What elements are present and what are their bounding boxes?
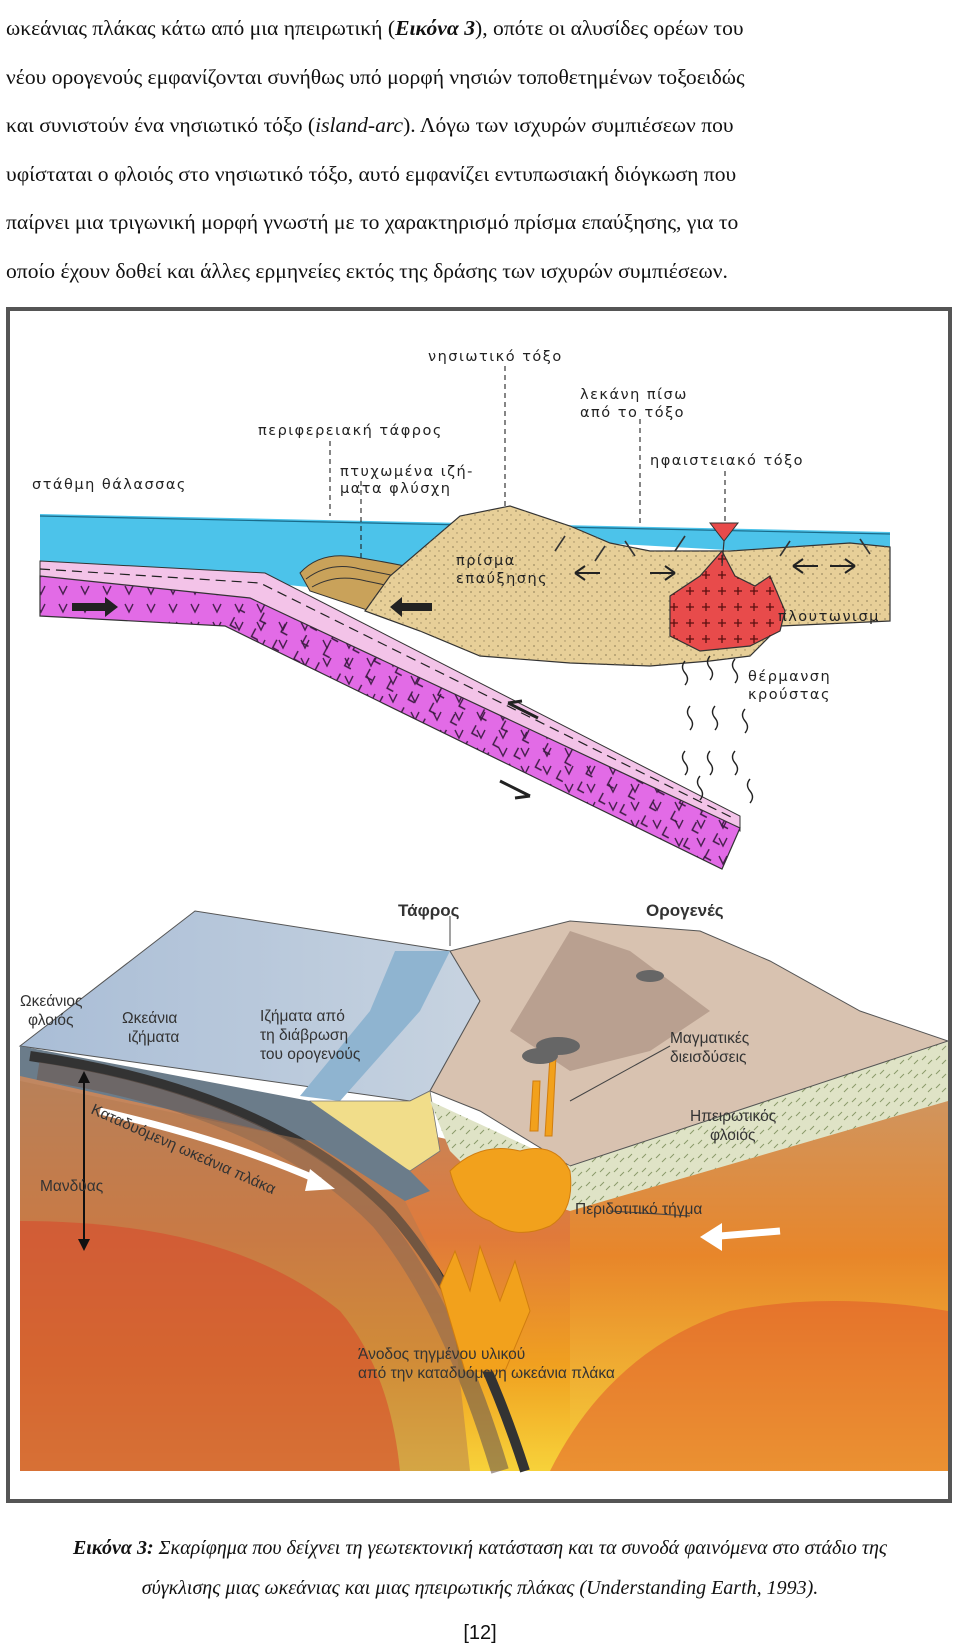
caption-line: Εικόνα 3: Σκαρίφημα που δείχνει τη γεωτε…	[0, 1528, 960, 1568]
label-back-arc-basin-2: από το τόξο	[580, 405, 685, 421]
block-diagram: Τάφρος Ορογενές Ωκεάνιος φλοιός Ωκεάνια …	[20, 901, 948, 1471]
label-oceanic-sediments-2: ιζήματα	[128, 1029, 179, 1046]
italic-term: island-arc	[315, 113, 403, 137]
label-continental-crust-2: φλοιός	[710, 1127, 755, 1144]
label-heating: θέρμανση	[748, 669, 831, 685]
figure-frame: νησιωτικό τόξο λεκάνη πίσω από το τόξο π…	[6, 307, 952, 1503]
text-run: ωκεάνιας πλάκας κάτω από μια ηπειρωτική …	[6, 16, 395, 40]
label-magmatic-intrusions-2: διεισδύσεις	[670, 1049, 747, 1066]
label-oceanic-sediments: Ωκεάνια	[122, 1010, 177, 1027]
subduction-cross-section: νησιωτικό τόξο λεκάνη πίσω από το τόξο π…	[32, 349, 890, 869]
label-trench: περιφερειακή τάφρος	[258, 423, 443, 439]
paragraph-line: ωκεάνιας πλάκας κάτω από μια ηπειρωτική …	[6, 4, 952, 53]
label-orogen: Ορογενές	[646, 901, 724, 920]
label-erosion-sediments-3: του ορογενούς	[260, 1046, 360, 1063]
text-run: και συνιστούν ένα νησιωτικό τόξο (	[6, 113, 315, 137]
paragraph-line: παίρνει μια τριγωνική μορφή γνωστή με το…	[6, 198, 952, 247]
paragraph-line: και συνιστούν ένα νησιωτικό τόξο (island…	[6, 101, 952, 150]
label-folded-sediments: πτυχωμένα ιζή-	[340, 464, 474, 480]
label-melt-rise: Άνοδος τηγμένου υλικού	[358, 1346, 525, 1363]
continent-arrow	[720, 1231, 780, 1236]
label-island-arc: νησιωτικό τόξο	[428, 349, 563, 365]
label-melt-rise-2: από την καταδυόμενη ωκεάνια πλάκα	[358, 1365, 615, 1382]
heat-squiggles	[683, 656, 753, 803]
figure-reference: Εικόνα 3	[395, 16, 475, 40]
label-heating-2: κρούστας	[748, 687, 831, 703]
caption-label: Εικόνα 3:	[73, 1537, 154, 1559]
label-folded-sediments-2: ματα φλύσχη	[340, 481, 451, 497]
label-prism-2: επαύξησης	[456, 571, 548, 587]
text-run: ). Λόγω των ισχυρών συμπιέσεων που	[403, 113, 734, 137]
label-plutonism: πλουτωνισμ	[778, 609, 880, 625]
paragraph-line: υφίσταται ο φλοιός στο νησιωτικό τόξο, α…	[6, 150, 952, 199]
label-trench-bold: Τάφρος	[398, 901, 460, 920]
label-peridotite-melt: Περιδοτιτικό τήγμα	[575, 1201, 702, 1218]
label-sea-level: στάθμη θάλασσας	[32, 477, 187, 493]
page-number: [12]	[0, 1622, 960, 1645]
label-oceanic-crust-2: φλοιός	[28, 1012, 73, 1029]
paragraph-line: οποίο έχουν δοθεί και άλλες ερμηνείες εκ…	[6, 247, 952, 296]
label-erosion-sediments-2: τη διάβρωση	[260, 1027, 348, 1044]
label-continental-crust: Ηπειρωτικός	[690, 1108, 776, 1125]
geology-diagram: νησιωτικό τόξο λεκάνη πίσω από το τόξο π…	[10, 311, 948, 1499]
figure-caption: Εικόνα 3: Σκαρίφημα που δείχνει τη γεωτε…	[0, 1528, 960, 1608]
label-back-arc-basin: λεκάνη πίσω	[580, 387, 688, 403]
label-oceanic-crust: Ωκεάνιος	[20, 993, 83, 1010]
paragraph-line: νέου ορογενούς εμφανίζονται συνήθως υπό …	[6, 53, 952, 102]
label-prism: πρίσμα	[456, 553, 516, 569]
label-volcanic-arc: ηφαιστειακό τόξο	[650, 453, 804, 469]
label-mantle: Μανδύας	[40, 1178, 103, 1195]
caption-text: Σκαρίφημα που δείχνει τη γεωτεκτονική κα…	[154, 1537, 887, 1559]
caption-line: σύγκλισης μιας ωκεάνιας και μιας ηπειρωτ…	[0, 1568, 960, 1608]
label-erosion-sediments: Ιζήματα από	[260, 1008, 345, 1025]
text-run: ), οπότε οι αλυσίδες ορέων του	[475, 16, 744, 40]
label-magmatic-intrusions: Μαγματικές	[670, 1030, 749, 1047]
body-paragraph: ωκεάνιας πλάκας κάτω από μια ηπειρωτική …	[6, 4, 952, 295]
